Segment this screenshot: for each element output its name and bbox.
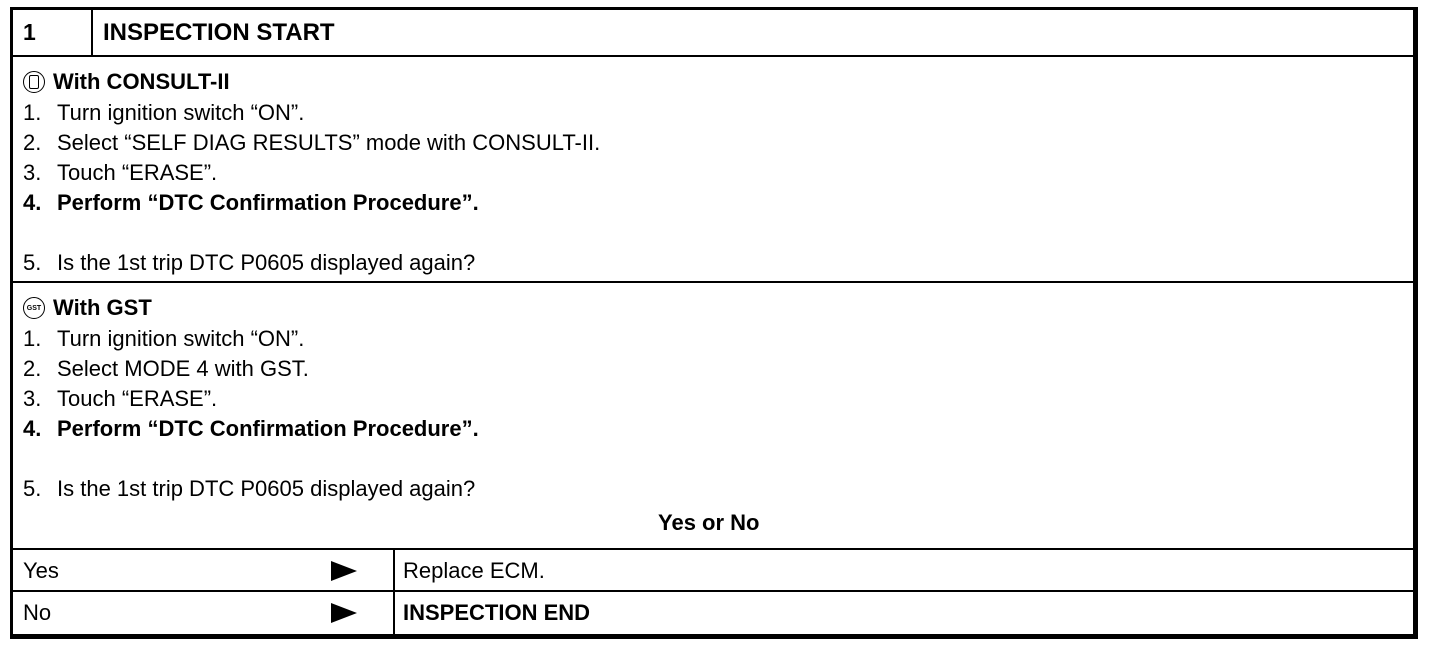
consult-step: 1.Turn ignition switch “ON”.	[23, 100, 305, 125]
consult-step: 5.Is the 1st trip DTC P0605 displayed ag…	[23, 250, 476, 275]
gst-step: 2.Select MODE 4 with GST.	[23, 356, 309, 381]
column-divider	[393, 550, 395, 590]
result-row-yes: Yes Replace ECM.	[13, 550, 1413, 592]
step-number: 1	[13, 10, 93, 55]
gst-step: 1.Turn ignition switch “ON”.	[23, 326, 305, 351]
consult-tool-icon	[23, 71, 45, 93]
consult-step: 2.Select “SELF DIAG RESULTS” mode with C…	[23, 130, 601, 155]
inspection-table: 1 INSPECTION START With CONSULT-II 1.Tur…	[10, 7, 1418, 639]
consult-step: 3.Touch “ERASE”.	[23, 160, 218, 185]
result-row-no: No INSPECTION END	[13, 592, 1413, 634]
consult-step: 4.Perform “DTC Confirmation Procedure”.	[23, 190, 479, 215]
gst-section: GST With GST 1.Turn ignition switch “ON”…	[13, 283, 1413, 550]
step-title: INSPECTION START	[103, 19, 335, 46]
arrow-right-icon	[331, 561, 357, 581]
gst-step: 5.Is the 1st trip DTC P0605 displayed ag…	[23, 476, 476, 501]
consult-heading: With CONSULT-II	[23, 69, 230, 95]
gst-step: 3.Touch “ERASE”.	[23, 386, 218, 411]
yes-or-no-question: Yes or No	[658, 510, 760, 535]
result-label: Yes	[23, 558, 59, 583]
gst-heading-text: With GST	[53, 295, 152, 320]
step-header: 1 INSPECTION START	[13, 10, 1413, 57]
result-action: INSPECTION END	[403, 600, 591, 625]
gst-step: 4.Perform “DTC Confirmation Procedure”.	[23, 416, 479, 441]
column-divider	[393, 592, 395, 634]
result-label: No	[23, 600, 52, 625]
result-action: Replace ECM.	[403, 558, 545, 583]
consult-heading-text: With CONSULT-II	[53, 69, 230, 94]
gst-tool-icon: GST	[23, 297, 45, 319]
gst-heading: GST With GST	[23, 295, 152, 321]
consult-section: With CONSULT-II 1.Turn ignition switch “…	[13, 57, 1413, 283]
arrow-right-icon	[331, 603, 357, 623]
